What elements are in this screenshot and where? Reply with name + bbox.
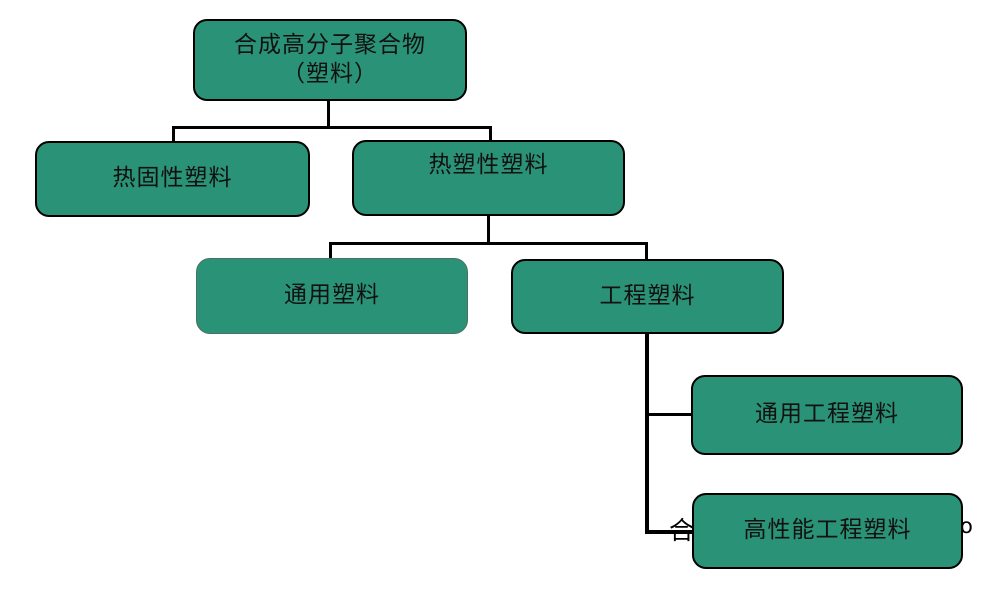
connector-to-engineering-plastic bbox=[645, 242, 648, 260]
node-thermoplastic[interactable]: 热塑性塑料 bbox=[352, 140, 625, 216]
node-thermoplastic-label: 热塑性塑料 bbox=[428, 152, 549, 178]
node-root-line2: （塑料） bbox=[282, 61, 378, 87]
node-thermoset[interactable]: 热固性塑料 bbox=[35, 141, 310, 217]
connector-level2-bar bbox=[172, 126, 492, 129]
node-root-label: 合成高分子聚合物 （塑料） bbox=[195, 31, 465, 90]
node-general-plastic[interactable]: 通用塑料 bbox=[196, 258, 468, 334]
connector-to-thermoplastic bbox=[489, 126, 492, 143]
node-general-engineering-plastic-label: 通用工程塑料 bbox=[755, 401, 899, 428]
node-engineering-plastic-label: 工程塑料 bbox=[599, 282, 696, 309]
occluded-text-left: 合 bbox=[669, 516, 695, 545]
node-root[interactable]: 合成高分子聚合物 （塑料） bbox=[193, 19, 467, 101]
node-high-performance-engineering-plastic-label: 高性能工程塑料 bbox=[743, 517, 912, 544]
node-engineering-plastic[interactable]: 工程塑料 bbox=[511, 259, 784, 334]
connector-to-thermoset bbox=[172, 126, 175, 143]
occluded-text-right: o bbox=[960, 514, 973, 538]
connector-thermoplastic-stem bbox=[487, 215, 490, 244]
connector-engineering-trunk bbox=[645, 333, 649, 533]
node-general-engineering-plastic[interactable]: 通用工程塑料 bbox=[691, 375, 963, 455]
connector-to-general-engineering-plastic bbox=[645, 413, 695, 416]
connector-to-high-performance-engineering-plastic bbox=[645, 530, 697, 534]
connector-level3-bar bbox=[329, 242, 648, 245]
node-general-plastic-label: 通用塑料 bbox=[284, 282, 380, 309]
node-thermoset-label: 热固性塑料 bbox=[112, 165, 233, 192]
connector-root-stem bbox=[327, 101, 330, 128]
node-high-performance-engineering-plastic[interactable]: 高性能工程塑料 bbox=[692, 493, 963, 569]
node-root-line1: 合成高分子聚合物 bbox=[234, 31, 426, 58]
connector-to-general-plastic bbox=[329, 242, 332, 260]
